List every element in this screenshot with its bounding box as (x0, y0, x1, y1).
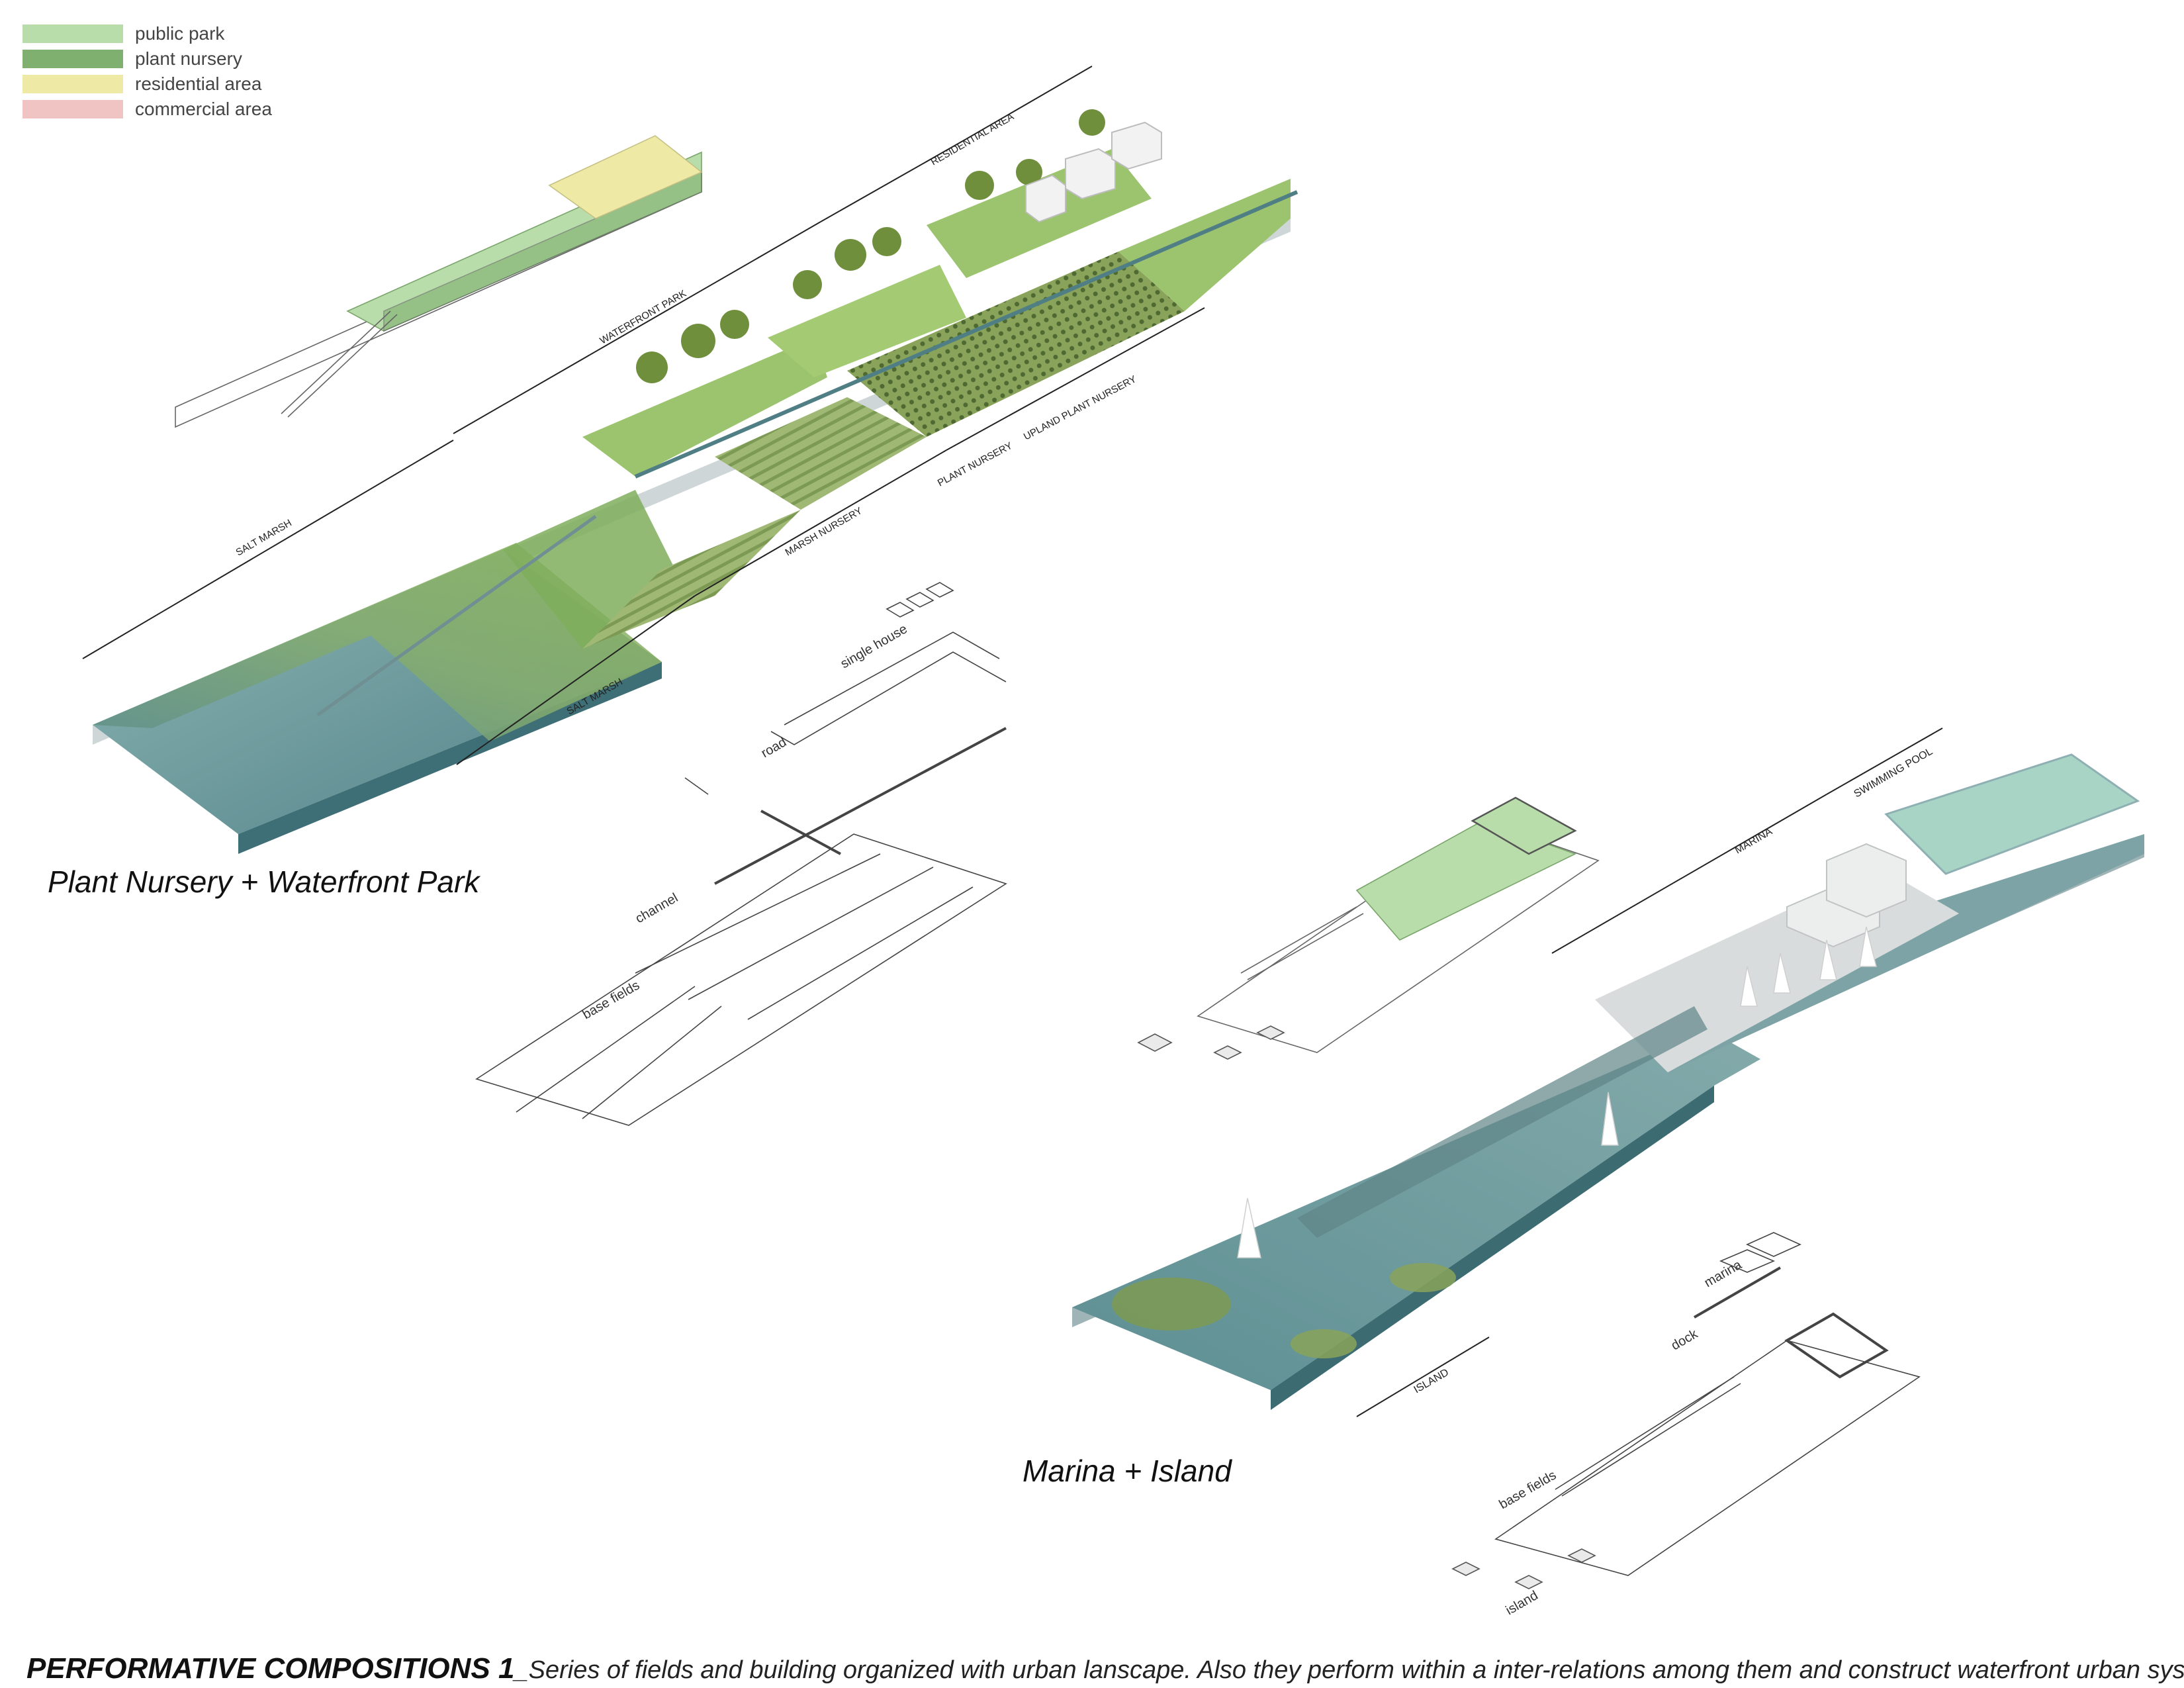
exploded-right-islands (1451, 1548, 1596, 1589)
label-channel: channel (633, 890, 681, 926)
label-base-fields: base fields (580, 978, 643, 1022)
label-single-house: single house (839, 622, 910, 671)
caption-text: _Series of fields and building organized… (514, 1656, 2184, 1684)
label-upland-plant-nursery: UPLAND PLANT NURSERY (1022, 373, 1138, 442)
sailboats (1237, 926, 1877, 1258)
waterfront-park-lower (582, 338, 827, 477)
label-marina-zone: MARINA (1733, 825, 1775, 856)
legend-swatch-plant-nursery (23, 50, 123, 68)
exploded-left (475, 582, 1007, 1126)
dimension-lines-left (82, 66, 1205, 765)
channel-piece (684, 777, 709, 795)
base-fields-right (1494, 1340, 1921, 1576)
label-plant-nursery: PLANT NURSERY (936, 440, 1015, 489)
left-main-slab (93, 109, 1298, 854)
legend-item-commercial-area: commercial area (23, 97, 272, 122)
right-main-slab (1072, 753, 2144, 1410)
channel-right (1297, 1006, 1707, 1238)
waterfront-park-upper (768, 265, 966, 377)
title-plant-nursery-waterfront-park: Plant Nursery + Waterfront Park (48, 865, 480, 899)
islands (1112, 1263, 1456, 1358)
label-island: island (1504, 1588, 1541, 1618)
salt-marsh (93, 543, 662, 741)
exploded-labels-right: marina dock base fields island (1497, 1257, 1745, 1618)
legend-label: residential area (135, 73, 262, 94)
channel (634, 190, 1298, 479)
legend-swatch-residential-area (23, 75, 123, 93)
swimming-pool (1884, 753, 2140, 875)
title-marina-island: Marina + Island (1023, 1454, 1232, 1488)
single-house-3 (925, 582, 954, 598)
marsh-nursery (582, 510, 801, 649)
channel (714, 727, 1007, 885)
lower-water-edge (1271, 1086, 1714, 1410)
legend-label: commercial area (135, 99, 272, 119)
marsh-channel (316, 514, 597, 717)
exploded-right (1494, 1232, 1921, 1576)
legend-label: plant nursery (135, 48, 242, 69)
legend-item-plant-nursery: plant nursery (23, 46, 272, 71)
wireframe-right-top (1197, 796, 1600, 1053)
houses (1025, 121, 1162, 223)
dock-piece (1694, 1266, 1781, 1319)
label-dock: dock (1669, 1327, 1701, 1354)
upland-plant-nursery (847, 252, 1185, 437)
wireframe-right-islands (1137, 1025, 1285, 1060)
single-house-2 (905, 592, 934, 608)
base-fields (475, 833, 1007, 1126)
label-waterfront-park: WATERFRONT PARK (598, 288, 688, 347)
trees (636, 109, 1105, 383)
legend-item-public-park: public park (23, 21, 272, 46)
legend-label: public park (135, 23, 225, 44)
single-house-1 (886, 602, 915, 618)
marina-piece (1746, 1232, 1801, 1257)
wireframe-left-top (175, 135, 703, 428)
marina-building (1786, 843, 1907, 948)
label-base-fields-right: base fields (1497, 1468, 1559, 1512)
base-fields-highlight (1784, 1312, 1889, 1379)
legend-swatch-commercial-area (23, 100, 123, 118)
label-residential-area: RESIDENTIAL AREA (929, 111, 1016, 168)
figure-caption: PERFORMATIVE COMPOSITIONS 1_Series of fi… (26, 1652, 2184, 1685)
caption-heading: PERFORMATIVE COMPOSITIONS 1 (26, 1652, 515, 1685)
legend: public park plant nursery residential ar… (23, 21, 272, 122)
legend-item-residential-area: residential area (23, 71, 272, 97)
legend-swatch-public-park (23, 24, 123, 43)
dimension-lines-right (1356, 727, 1943, 1417)
marsh-nursery-2 (715, 397, 927, 510)
lower-water (1072, 1029, 1760, 1390)
road (770, 651, 1007, 745)
